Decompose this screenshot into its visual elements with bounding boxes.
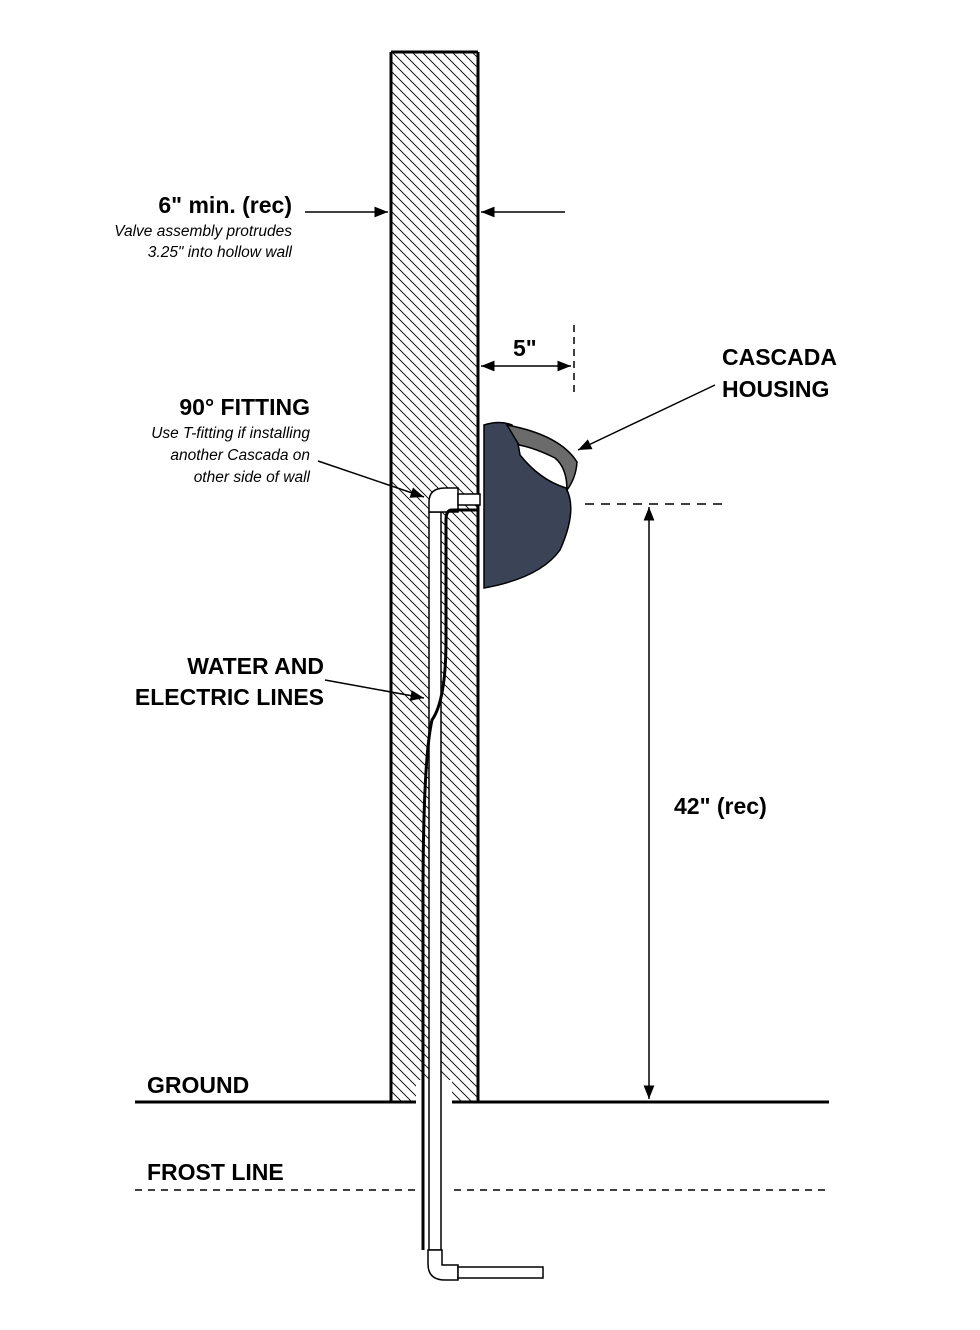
fitting-leader: [317, 460, 425, 498]
lines-label-1: WATER AND: [187, 653, 324, 679]
housing-leader: [577, 384, 716, 451]
wall-note-2: 3.25" into hollow wall: [147, 244, 292, 261]
lines-label-2: ELECTRIC LINES: [134, 684, 324, 710]
lines-leader: [324, 679, 425, 701]
offset-label: 5": [513, 335, 537, 361]
fitting-note-3: other side of wall: [193, 469, 310, 486]
frost-line-label: FROST LINE: [147, 1159, 284, 1185]
fitting-label: 90° FITTING: [179, 394, 310, 420]
housing-label-1: CASCADA: [722, 344, 837, 370]
height-label: 42" (rec): [674, 793, 767, 819]
top-elbow-fitting: [428, 487, 459, 513]
wall-thickness-label: 6" min. (rec): [158, 192, 292, 218]
cascada-housing: [483, 421, 578, 589]
bottom-elbow-fitting: [427, 1249, 459, 1281]
water-pipe: [427, 487, 544, 1281]
electric-line: [421, 508, 478, 1250]
ground-label: GROUND: [147, 1072, 250, 1098]
fitting-note-2: another Cascada on: [170, 447, 310, 464]
wall-note-1: Valve assembly protrudes: [114, 223, 292, 240]
housing-label-2: HOUSING: [722, 376, 830, 402]
fitting-note-1: Use T-fitting if installing: [151, 425, 310, 442]
housing-handle: [505, 423, 578, 493]
